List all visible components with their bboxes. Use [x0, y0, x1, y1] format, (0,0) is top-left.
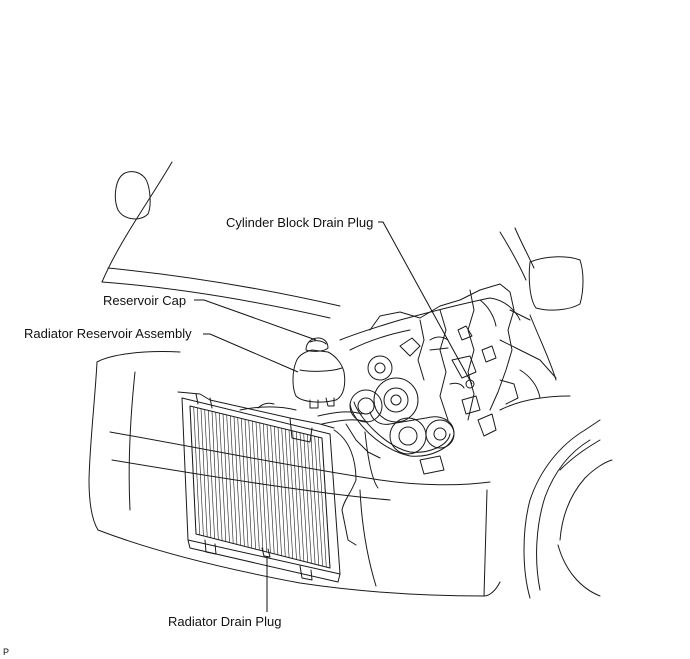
engine-assembly	[339, 283, 557, 475]
radiator-reservoir-tank	[292, 337, 346, 409]
leader-reservoir-assembly	[203, 333, 299, 373]
leader-lines	[194, 221, 473, 612]
radiator-assembly	[177, 391, 369, 583]
radiator-drain-plug-label: Radiator Drain Plug	[168, 614, 282, 629]
figure-corner-code: P	[3, 647, 10, 657]
leader-reservoir-cap	[194, 299, 317, 341]
radiator-reservoir-assembly-label: Radiator Reservoir Assembly	[24, 326, 192, 341]
cylinder-block-drain-plug-label: Cylinder Block Drain Plug	[226, 215, 374, 230]
leader-cylinder-drain	[378, 221, 473, 385]
reservoir-cap-label: Reservoir Cap	[103, 293, 187, 308]
vehicle-body-outline	[88, 161, 613, 599]
